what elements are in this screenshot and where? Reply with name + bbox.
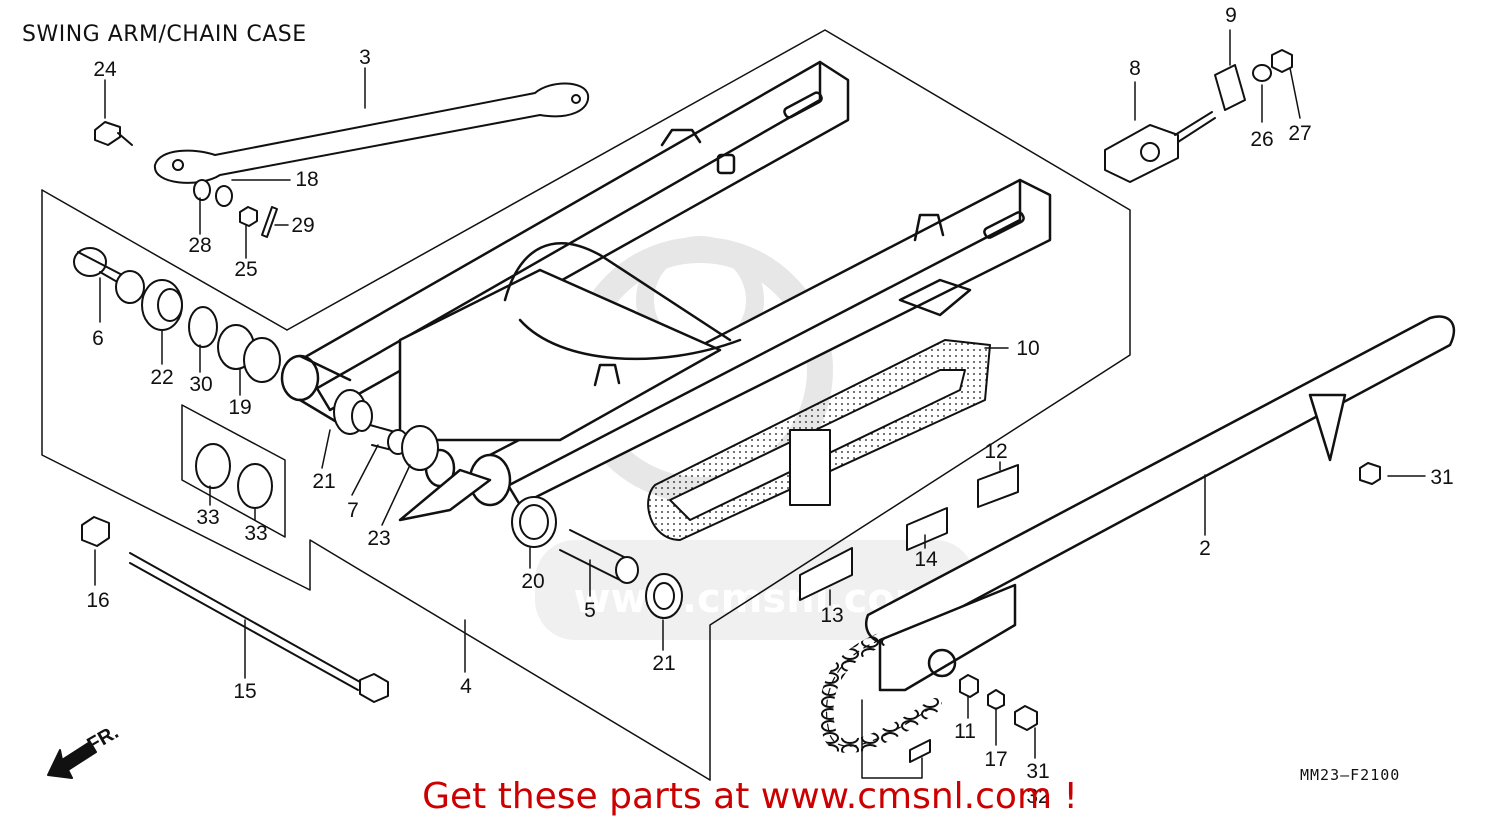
part-label-32: 32 (1026, 785, 1049, 808)
promo-link[interactable]: Get these parts at www.cmsnl.com ! (422, 776, 1078, 817)
cap-16 (81, 516, 110, 547)
part-label-5: 5 (584, 599, 596, 622)
bearings-33 (195, 443, 273, 509)
part-label-12: 12 (984, 440, 1007, 463)
diagram-code: MM23–F2100 (1300, 766, 1401, 784)
part-label-33b: 33 (244, 522, 267, 545)
chain-adjuster-8 (1104, 49, 1293, 183)
collar-6 (73, 247, 145, 304)
part-number-labels: 2 3 4 5 6 7 8 9 10 11 12 13 14 15 16 17 … (86, 4, 1453, 808)
part-label-11: 11 (954, 720, 976, 743)
seal-21 (645, 573, 683, 619)
bearings-left (141, 279, 281, 383)
washers-nuts-small (193, 179, 278, 238)
part-label-28: 28 (188, 234, 211, 257)
drive-chain (819, 633, 942, 754)
part-label-2: 2 (1199, 537, 1211, 560)
part-label-17: 17 (984, 748, 1007, 771)
part-label-25: 25 (234, 258, 257, 281)
part-label-3: 3 (359, 46, 371, 69)
part-label-14: 14 (914, 548, 938, 571)
part-label-7: 7 (347, 499, 359, 522)
part-label-22: 22 (150, 366, 173, 389)
part-label-21a: 21 (312, 470, 335, 493)
chain-case-2 (865, 315, 1456, 692)
part-label-27: 27 (1288, 122, 1311, 145)
diagram-title: SWING ARM/CHAIN CASE (22, 22, 307, 47)
leader-lines (94, 29, 1426, 779)
bolts-chain-case (959, 462, 1381, 731)
decals (799, 464, 1019, 601)
part-label-29: 29 (291, 214, 314, 237)
swing-arm-assembly-outline (41, 29, 1131, 781)
part-label-20: 20 (521, 570, 544, 593)
promo-banner: Get these parts at www.cmsnl.com ! (0, 776, 1500, 817)
chain-slider-10 (647, 339, 991, 541)
swing-arm-frame (280, 60, 1052, 522)
part-label-24: 24 (93, 58, 117, 81)
front-direction-arrow (47, 741, 97, 779)
part-label-23: 23 (367, 527, 390, 550)
part-label-15: 15 (233, 680, 256, 703)
pivot-bolt-15 (129, 552, 389, 703)
part-label-16: 16 (86, 589, 109, 612)
part-label-6: 6 (92, 327, 104, 350)
part-label-9: 9 (1225, 4, 1237, 27)
part-label-21b: 21 (652, 652, 675, 675)
part-label-10: 10 (1016, 337, 1039, 360)
part-label-4: 4 (460, 675, 472, 698)
part-label-31b: 31 (1026, 760, 1049, 783)
torque-link (153, 82, 590, 184)
chain-link-piece (909, 739, 931, 763)
part-label-18: 18 (295, 168, 318, 191)
part-label-33a: 33 (196, 506, 219, 529)
part-label-19: 19 (228, 396, 251, 419)
part-label-8: 8 (1129, 57, 1141, 80)
part-label-30: 30 (189, 373, 212, 396)
part-label-13: 13 (820, 604, 843, 627)
part-label-26: 26 (1250, 128, 1273, 151)
needle-bearing-20 (511, 496, 557, 548)
part-label-31a: 31 (1430, 466, 1453, 489)
bolt-24 (94, 121, 133, 146)
